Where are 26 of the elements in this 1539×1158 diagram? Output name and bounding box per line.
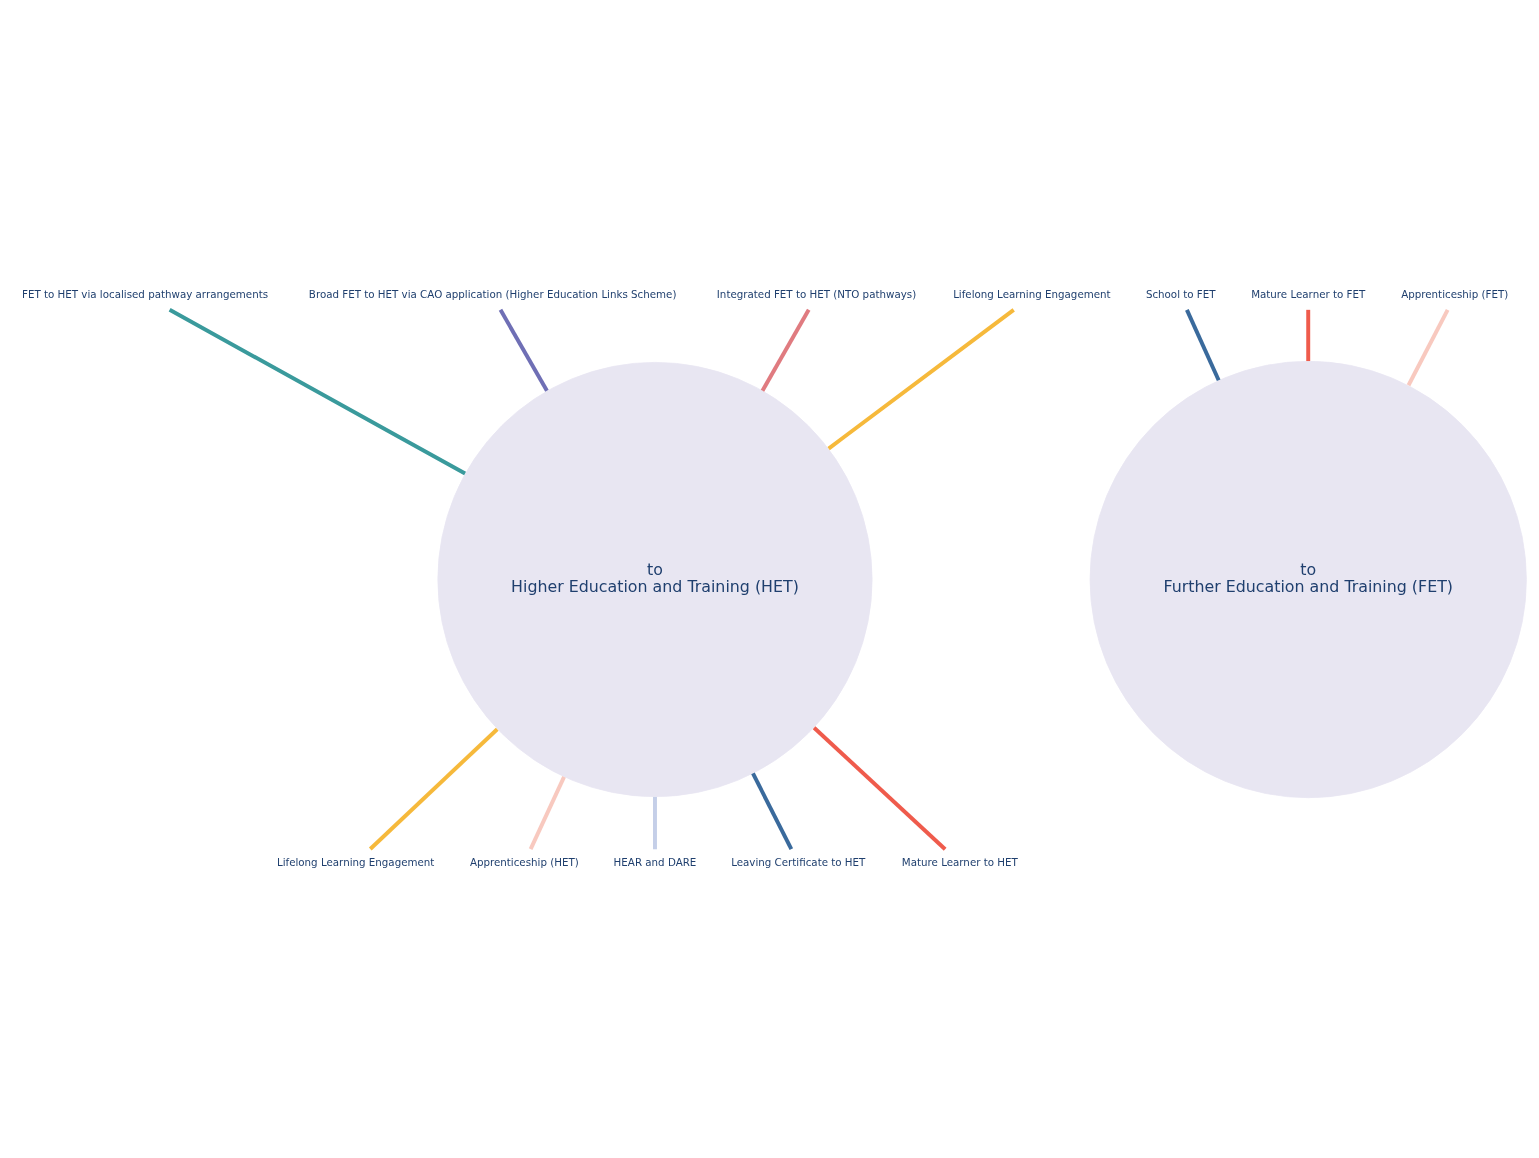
- connector: [760, 308, 811, 392]
- connector: [653, 796, 657, 849]
- connector: [528, 775, 566, 850]
- connector: [168, 307, 466, 475]
- node-circle: to Higher Education and Training (HET): [437, 361, 873, 797]
- connector: [368, 727, 499, 850]
- node-text: Integrated FET to HET (NTO pathways): [716, 287, 917, 300]
- connector: [812, 725, 947, 851]
- node-circle: to Further Education and Training (FET): [1089, 360, 1527, 798]
- node-text: Apprenticeship (HET): [469, 855, 579, 868]
- connector: [498, 308, 549, 392]
- node-text: Mature Learner to FET: [1251, 287, 1366, 300]
- node-text: HEAR and DARE: [613, 855, 697, 868]
- node-text: Leaving Certificate to HET: [731, 855, 866, 868]
- node-text: Mature Learner to HET: [901, 855, 1018, 868]
- node-text: Lifelong Learning Engagement: [276, 855, 435, 868]
- node-text: Lifelong Learning Engagement: [953, 287, 1111, 300]
- connector: [1185, 308, 1221, 381]
- node-text: School to FET: [1145, 287, 1216, 300]
- connector: [827, 307, 1015, 450]
- node-text: FET to HET via localised pathway arrangements: [22, 287, 269, 300]
- connector: [1406, 308, 1450, 386]
- node-text: Apprenticeship (FET): [1401, 287, 1509, 300]
- connector: [751, 772, 794, 850]
- node-text: Broad FET to HET via CAO application (Higher Education Links Scheme): [308, 287, 677, 300]
- connector: [1306, 309, 1311, 361]
